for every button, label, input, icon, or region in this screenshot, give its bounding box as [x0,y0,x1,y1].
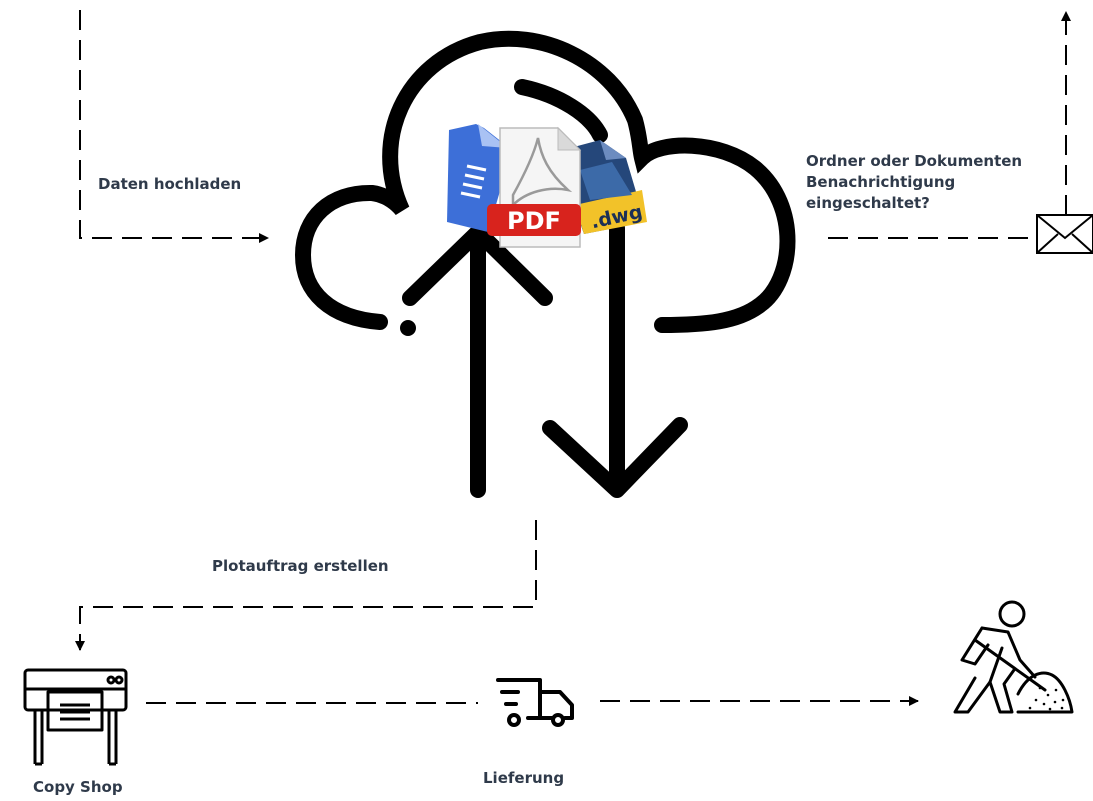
plot-order-label: Plotauftrag erstellen [212,556,389,577]
plot-order-label-text: Plotauftrag erstellen [212,557,389,575]
delivery-label: Lieferung [483,768,564,789]
download-arrow-icon [542,220,688,498]
envelope-icon [1036,214,1093,254]
cloud-icon [294,30,796,336]
upload-connector [79,10,269,243]
upload-arrow-icon [402,224,553,498]
notification-label-line2: Benachrichtigung [806,173,956,191]
upload-label: Daten hochladen [98,174,241,195]
copy-shop-label-text: Copy Shop [33,778,123,796]
construction-worker-icon [953,600,1074,714]
pdf-badge-text: PDF [507,207,561,235]
notification-label: Ordner oder Dokumenten Benachrichtigung … [806,151,1022,214]
plot-order-connector [75,520,537,651]
plotter-icon [23,668,128,766]
delivery-truck-icon [496,678,574,727]
notification-label-line1: Ordner oder Dokumenten [806,152,1023,170]
pdf-icon: PDF [487,126,582,248]
upload-label-text: Daten hochladen [98,175,242,193]
notification-label-line3: eingeschaltet? [806,194,930,212]
delivery-label-text: Lieferung [483,769,565,787]
copy-shop-label: Copy Shop [33,777,123,798]
